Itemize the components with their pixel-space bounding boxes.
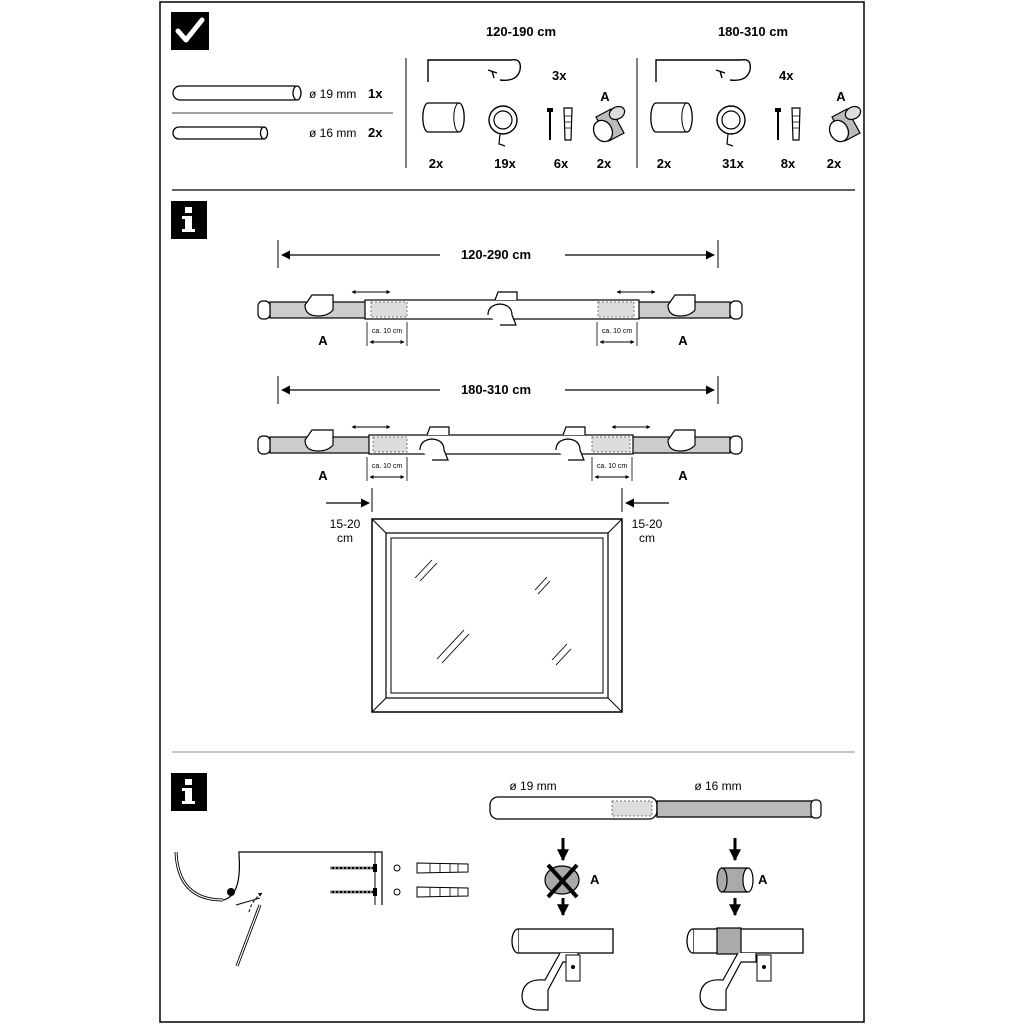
screw-icon: [547, 108, 553, 140]
set-large-bracket-qty: 4x: [779, 68, 794, 83]
offset-left-value: 15-20: [330, 517, 361, 531]
bracket-icon: [427, 59, 521, 82]
rod-16mm-qty: 2x: [368, 125, 383, 140]
screw-icon: [330, 864, 377, 896]
offset-right-value: 15-20: [632, 517, 663, 531]
set-large-cap-qty: 2x: [657, 156, 672, 171]
window-illustration: [371, 518, 623, 713]
connector-right-label: A: [678, 333, 688, 348]
set-large-ring-qty: 31x: [722, 156, 744, 171]
rod-19mm: [172, 85, 302, 101]
set-small-connector-qty: 2x: [597, 156, 612, 171]
overlap-right-label: ca. 10 cm: [597, 463, 628, 470]
wall-plug-icon: [416, 862, 469, 898]
screw-icon: [775, 108, 781, 140]
connector-wrong-illustration: A: [511, 838, 614, 1011]
length-setup-section: 120-290 cm ca. 10 cm ca. 10 cm A A: [171, 201, 743, 713]
end-cap-icon: [650, 102, 693, 133]
window-offset-markers: 15-20 cm 15-20 cm: [326, 488, 669, 545]
range-label: 120-290 cm: [461, 247, 531, 262]
connector-right-label: A: [678, 468, 688, 483]
info-icon: [171, 201, 207, 239]
connector-correct-illustration: A: [686, 838, 804, 1011]
offset-left-unit: cm: [337, 531, 353, 545]
curtain-ring-icon: [488, 105, 518, 147]
overlap-right-label: ca. 10 cm: [602, 328, 633, 335]
info-icon: [171, 773, 207, 811]
wall-plug-icon: [791, 107, 801, 141]
rod-16mm-diameter: ø 16 mm: [309, 126, 356, 140]
bracket-icon: [655, 59, 751, 82]
connector-left-label: A: [318, 468, 328, 483]
rod-small-label: ø 16 mm: [694, 779, 741, 793]
bracket-mounting-illustration: [174, 851, 469, 967]
set-large-connector-qty: 2x: [827, 156, 842, 171]
curtain-ring-icon: [716, 105, 746, 147]
connector-a-icon: [828, 105, 862, 143]
mounting-section: ø 19 mm ø 16 mm A A: [171, 773, 822, 1011]
rod-16mm: [172, 126, 269, 140]
set-large-connector-label: A: [836, 89, 846, 104]
set-large-range: 180-310 cm: [718, 24, 788, 39]
page-border: [159, 1, 865, 1023]
rod-joint-illustration: ø 19 mm ø 16 mm: [489, 779, 822, 820]
range-label: 180-310 cm: [461, 382, 531, 397]
set-small-cap-qty: 2x: [429, 156, 444, 171]
hardware-set-small: 120-190 cm 3x A: [422, 24, 626, 171]
set-small-range: 120-190 cm: [486, 24, 556, 39]
check-icon: [171, 12, 209, 50]
set-small-ring-qty: 19x: [494, 156, 516, 171]
wall-plug-icon: [563, 107, 573, 141]
correct-connector-label: A: [758, 872, 768, 887]
rod-diagram-180-310: 180-310 cm ca. 10 cm ca. 10 cm A: [257, 376, 743, 483]
wrong-connector-label: A: [590, 872, 600, 887]
overlap-left-label: ca. 10 cm: [372, 328, 403, 335]
hardware-set-large: 180-310 cm 4x A: [650, 24, 862, 171]
contents-section: ø 19 mm 1x ø 16 mm 2x 120-190 cm 3x A: [171, 12, 862, 171]
offset-right-unit: cm: [639, 531, 655, 545]
rod-large-label: ø 19 mm: [509, 779, 556, 793]
rod-19mm-qty: 1x: [368, 86, 383, 101]
rod-19mm-diameter: ø 19 mm: [309, 87, 356, 101]
connector-a-icon: [592, 105, 626, 143]
end-cap-icon: [422, 102, 465, 133]
set-small-connector-label: A: [600, 89, 610, 104]
connector-left-label: A: [318, 333, 328, 348]
set-large-screw-qty: 8x: [781, 156, 796, 171]
rod-diagram-120-290: 120-290 cm ca. 10 cm ca. 10 cm A A: [257, 240, 743, 348]
set-small-screw-qty: 6x: [554, 156, 569, 171]
overlap-left-label: ca. 10 cm: [372, 463, 403, 470]
set-small-bracket-qty: 3x: [552, 68, 567, 83]
